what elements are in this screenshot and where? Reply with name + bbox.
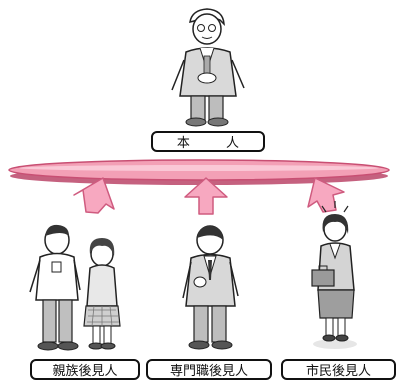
elderly-man-icon (171, 8, 245, 127)
professional-man-icon (182, 225, 239, 350)
support-ring (8, 159, 390, 185)
arrow-up-icon (184, 177, 228, 215)
family-couple-icon (29, 224, 121, 351)
family-guardian-label: 親族後見人 (30, 359, 140, 380)
self-label: 本 人 (151, 131, 265, 152)
citizen-guardian-label: 市民後見人 (281, 359, 396, 380)
arrow-up-icon (73, 177, 115, 214)
professional-guardian-label: 専門職後見人 (146, 359, 272, 380)
arrow-up-icon (307, 177, 345, 213)
citizen-woman-icon (311, 201, 357, 349)
